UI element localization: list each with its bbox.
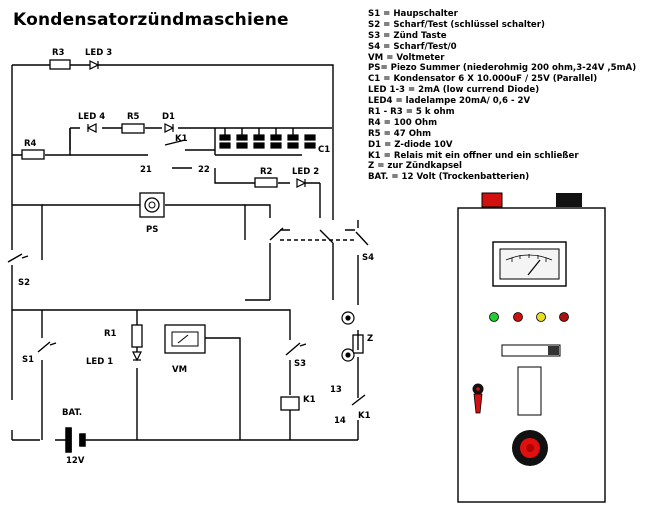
label-12v: 12V — [66, 456, 85, 466]
label-led1: LED 1 — [86, 357, 113, 367]
r1-resistor — [131, 324, 143, 348]
key-switch-icon[interactable] — [472, 383, 484, 414]
label-r3: R3 — [52, 48, 65, 58]
legend-line: K1 = Relais mit ein offner und ein schli… — [368, 150, 579, 161]
label-r2: R2 — [260, 167, 273, 177]
fire-button-icon[interactable] — [512, 430, 548, 466]
k1-relay-contact — [351, 390, 366, 406]
device-panel — [457, 192, 606, 503]
led4-diode — [86, 123, 97, 133]
legend-line: LED 1-3 = 2mA (low currend Diode) — [368, 85, 540, 96]
label-s1: S1 — [22, 355, 34, 365]
component-legend: S1 = Haupschalter S2 = Scharf/Test (schl… — [368, 9, 636, 183]
legend-line: D1 = Z-diode 10V — [368, 139, 453, 150]
legend-line: LED4 = ladelampe 20mA/ 0,6 - 2V — [368, 96, 531, 107]
middle-rail-wire — [12, 309, 291, 330]
label-led2: LED 2 — [292, 167, 319, 177]
label-bat: BAT. — [62, 408, 82, 418]
label-22: 22 — [198, 165, 210, 175]
yellow-led-icon — [536, 312, 546, 322]
label-s3: S3 — [294, 359, 306, 369]
label-r1: R1 — [104, 329, 117, 339]
label-k1-coil: K1 — [303, 395, 316, 405]
r3-resistor — [49, 59, 71, 70]
wiring — [7, 64, 369, 441]
label-14: 14 — [334, 416, 346, 426]
legend-line: R5 = 47 Ohm — [368, 128, 432, 139]
slide-switch[interactable] — [501, 344, 561, 357]
legend-line: C1 = Kondensator 6 X 10.000uF / 25V (Par… — [368, 74, 598, 85]
red-terminal — [481, 192, 503, 208]
led2-diode — [296, 178, 307, 188]
label-d1: D1 — [162, 112, 175, 122]
label-k1-contact: K1 — [358, 411, 371, 421]
legend-line: R1 - R3 = 5 k ohm — [368, 107, 455, 118]
d1-diode — [164, 123, 175, 133]
legend-line: VM = Voltmeter — [368, 52, 445, 63]
capacitor-bank-icon — [219, 134, 316, 149]
s3-switch — [285, 330, 307, 356]
z-output — [352, 334, 364, 354]
legend-line: Z = zur Zündkapsel — [368, 161, 462, 172]
label-s2: S2 — [18, 278, 30, 288]
legend-line: S1 = Haupschalter — [368, 9, 458, 19]
black-terminal — [556, 193, 582, 207]
label-ps: PS — [146, 225, 158, 235]
label-led4: LED 4 — [78, 112, 105, 122]
k1-relay-coil — [280, 396, 300, 411]
label-r4: R4 — [24, 139, 37, 149]
diodes — [86, 60, 307, 362]
k1-contact-wire — [70, 139, 215, 156]
label-21: 21 — [140, 165, 152, 175]
piezo-icon — [139, 192, 165, 218]
s4-switch-wire — [269, 220, 369, 246]
led3-diode — [89, 60, 100, 70]
legend-line: PS= Piezo Summer (niederohmig 200 ohm,3-… — [368, 63, 637, 74]
ps-right-wire — [245, 204, 271, 218]
r2-branch-wire — [214, 168, 320, 184]
label-r5: R5 — [127, 112, 140, 122]
red-led-icon — [513, 312, 523, 322]
battery-icon — [55, 427, 95, 453]
legend-line: S3 = Zünd Taste — [368, 30, 447, 41]
cap-rail-wire — [214, 128, 302, 156]
label-z: Z — [367, 334, 373, 344]
resistors — [21, 59, 364, 411]
r5-resistor — [121, 123, 145, 134]
r4-resistor — [21, 149, 45, 160]
s1-switch — [37, 330, 57, 353]
label-13: 13 — [330, 385, 342, 395]
s2-switch — [7, 245, 29, 275]
cap-top-wires — [224, 128, 294, 135]
label-led3: LED 3 — [85, 48, 112, 58]
darkred-led-icon — [559, 312, 569, 322]
legend-line: R4 = 100 Ohm — [368, 117, 438, 128]
legend-line: BAT. = 12 Volt (Trockenbatterien) — [368, 172, 530, 183]
page-title: Kondensatorzündmaschiene — [13, 10, 289, 30]
label-k1-top: K1 — [175, 134, 188, 144]
green-led-icon — [489, 312, 499, 322]
label-c1: C1 — [318, 145, 330, 155]
z-terminals — [341, 311, 355, 362]
s4-left-wire — [245, 243, 271, 301]
legend-line: S4 = Scharf/Test/0 — [368, 41, 457, 52]
led1-diode — [132, 351, 142, 362]
label-s4: S4 — [362, 253, 374, 263]
ps-left-wire — [12, 204, 43, 260]
label-vm: VM — [172, 365, 187, 375]
r2-resistor — [254, 177, 278, 188]
slide-switch-knob-icon[interactable] — [548, 346, 559, 355]
top-rail-wire — [12, 64, 334, 220]
fire-button-cover — [517, 366, 542, 416]
legend-line: S2 = Scharf/Test (schlüssel schalter) — [368, 19, 545, 30]
voltmeter-icon — [164, 324, 206, 354]
